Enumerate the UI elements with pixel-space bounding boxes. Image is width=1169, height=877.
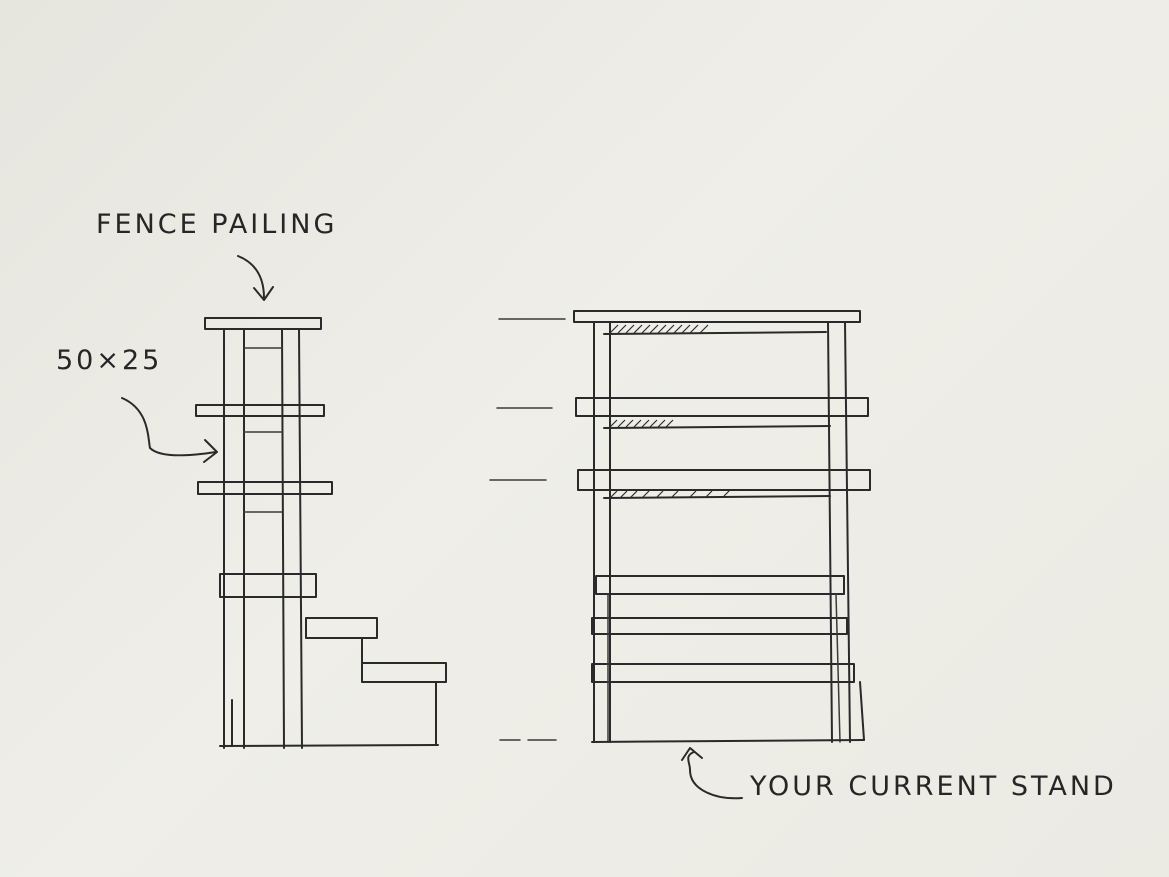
side-view: FENCE PAILING 50×25 [56,209,447,749]
front-bench-3 [591,663,855,683]
shelf-slat-1 [195,404,325,417]
front-base-line [591,739,865,743]
rear-post-outer [298,328,303,749]
front-view: YOUR CURRENT STAND [573,310,1117,802]
front-right-post-inner [827,321,833,743]
dimension-label: 50×25 [56,345,162,376]
top-pailing [204,317,322,330]
shelf-slat-2 [197,481,333,495]
front-right-post-outer [844,321,851,743]
fence-pailing-label: FENCE PAILING [96,209,337,240]
arrow-to-stand [687,751,743,800]
base-line [219,744,439,747]
arrow-to-pailing [237,255,265,299]
front-shelf-1 [575,397,869,417]
step-1 [305,617,378,639]
rear-post-inner [281,328,285,749]
step-2 [361,662,447,683]
lower-frame [219,573,317,598]
front-top-rail [573,310,861,323]
front-shelf-2 [577,469,871,491]
front-bench-2 [591,617,848,635]
arrow-to-post [121,397,217,457]
front-bench-1 [595,575,845,595]
level-markers [489,318,566,741]
current-stand-label: YOUR CURRENT STAND [749,771,1117,802]
